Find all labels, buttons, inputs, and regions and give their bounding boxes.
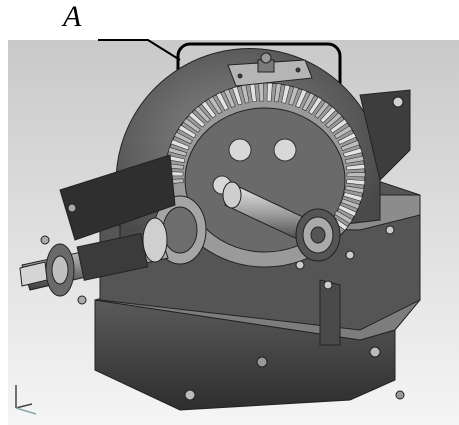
gear-tooth — [340, 140, 360, 151]
gear-tooth — [308, 96, 323, 115]
callout-label: A — [63, 0, 82, 33]
gear-tooth — [319, 106, 337, 124]
input-shaft — [19, 217, 169, 297]
gear-tooth — [344, 155, 365, 164]
gear-tooth — [178, 124, 197, 139]
gear-tooth — [188, 111, 206, 128]
gear-tooth — [182, 117, 201, 133]
gear-tooth — [173, 131, 193, 145]
gear-tooth — [337, 132, 357, 145]
gear-tooth — [194, 105, 211, 123]
gear-tooth — [346, 172, 366, 178]
gear-tooth — [340, 198, 361, 210]
pinion-gear — [153, 195, 207, 265]
gear-tooth — [232, 86, 243, 106]
gear-tooth — [223, 88, 236, 108]
gear-tooth — [333, 125, 353, 140]
left-flange — [40, 154, 176, 305]
gear-tooth — [295, 89, 308, 109]
gear-tooth — [329, 118, 348, 134]
gear-tooth — [334, 210, 353, 225]
gear-tooth — [258, 82, 265, 102]
gear-tooth — [281, 84, 291, 104]
gear-tooth — [208, 96, 223, 115]
gear-tooth — [273, 83, 282, 103]
gear-tooth — [345, 185, 365, 194]
gear-tooth — [215, 92, 229, 111]
inspection-cover — [227, 52, 313, 87]
gear-tooth — [314, 101, 330, 119]
gear-tooth — [343, 147, 363, 158]
gear-tooth — [166, 154, 186, 163]
output-shaft — [222, 181, 341, 262]
gear-tooth — [200, 100, 217, 119]
gear-tooth — [301, 92, 316, 112]
gear-tooth — [343, 192, 363, 202]
gear-tooth — [288, 86, 299, 106]
gear-tooth — [346, 163, 366, 171]
gear-tooth — [337, 204, 357, 217]
callout-leader-line — [98, 39, 181, 61]
gear-tooth — [266, 82, 273, 102]
gear-tooth — [324, 112, 343, 129]
gear-tooth — [346, 179, 366, 186]
gear-tooth — [167, 146, 188, 157]
gear-tooth — [170, 139, 190, 151]
axis-triad — [15, 385, 37, 415]
gear-teeth — [164, 82, 366, 231]
